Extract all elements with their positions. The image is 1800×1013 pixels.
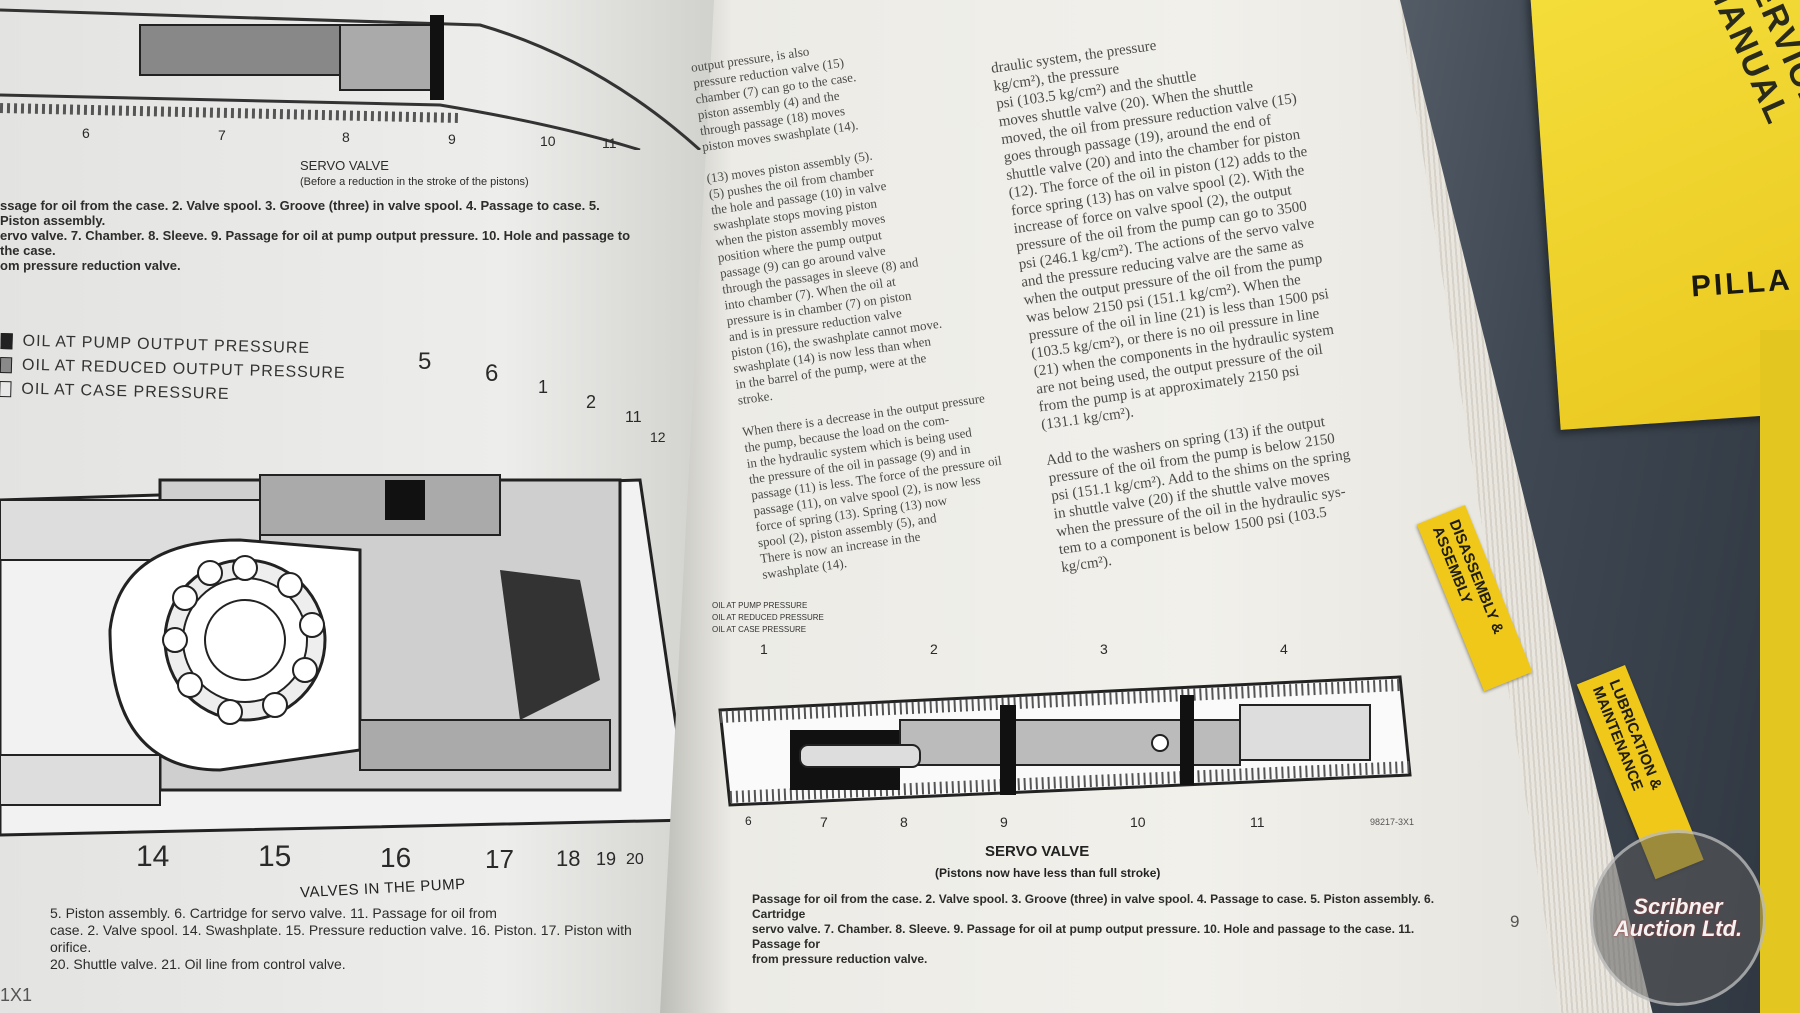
left-page: 6 7 8 9 10 11 SERVO VALVE (Before a redu…	[0, 0, 720, 1013]
callout-11: 11	[602, 135, 617, 151]
legend-swatch-icon	[0, 356, 13, 374]
callout-1: 1	[760, 641, 768, 657]
callout-3: 3	[1100, 641, 1108, 657]
page-code: 1X1	[0, 985, 33, 1005]
watermark-line1: Scribner	[1633, 894, 1723, 919]
callout-11: 11	[625, 409, 642, 426]
servo-valve-diagram	[718, 675, 1412, 807]
pump-valves-diagram	[0, 474, 692, 837]
legend-item: OIL AT CASE PRESSURE	[0, 380, 345, 407]
callout-19: 19	[596, 849, 617, 869]
figure-title: VALVES IN THE PUMP	[299, 875, 467, 902]
service-manual-title: SERVICE MANUAL	[1697, 0, 1800, 131]
auction-watermark-logo: Scribner Auction Ltd.	[1590, 830, 1766, 1006]
mini-legend-item: OIL AT CASE PRESSURE	[712, 625, 807, 634]
callout-5: 5	[418, 348, 432, 375]
legend-swatch-icon	[0, 380, 12, 398]
caption-line: ssage for oil from the case. 2. Valve sp…	[0, 198, 600, 228]
legend-label: OIL AT REDUCED OUTPUT PRESSURE	[21, 356, 346, 383]
legend-item: OIL AT REDUCED OUTPUT PRESSURE	[0, 356, 346, 383]
callout-16: 16	[380, 842, 412, 873]
callout-20: 20	[626, 851, 644, 868]
callout-2: 2	[930, 641, 938, 657]
legend-swatch-icon	[0, 332, 13, 350]
callout-6: 6	[485, 360, 499, 387]
caption-line: 20. Shuttle valve. 21. Oil line from con…	[50, 956, 346, 972]
figure-subtitle: (Pistons now have less than full stroke)	[935, 866, 1161, 880]
brand-text: PILLA	[1689, 263, 1794, 304]
callout-7: 7	[218, 127, 226, 143]
callout-11: 11	[1250, 814, 1265, 830]
mini-legend-item: OIL AT REDUCED PRESSURE	[712, 613, 824, 622]
caption-line: Passage for oil from the case. 2. Valve …	[752, 892, 1435, 921]
callout-10: 10	[540, 133, 556, 149]
legend-label: OIL AT CASE PRESSURE	[21, 380, 230, 404]
caption-line: from pressure reduction valve.	[752, 952, 928, 966]
callout-14: 14	[136, 840, 170, 873]
callout-2: 2	[586, 392, 597, 412]
callout-6: 6	[745, 814, 752, 828]
caption-line: case. 2. Valve spool. 14. Swashplate. 15…	[50, 922, 632, 955]
callout-9: 9	[1000, 814, 1008, 830]
yellow-book-edge	[1760, 330, 1800, 1013]
callout-6: 6	[82, 125, 90, 141]
callout-8: 8	[342, 129, 350, 145]
pressure-legend: OIL AT PUMP OUTPUT PRESSURE OIL AT REDUC…	[0, 332, 346, 407]
legend-label: OIL AT PUMP OUTPUT PRESSURE	[22, 332, 311, 358]
caption-line: servo valve. 7. Chamber. 8. Sleeve. 9. P…	[752, 922, 1415, 951]
caption-line: om pressure reduction valve.	[0, 258, 181, 273]
top-figure-title: SERVO VALVE	[300, 158, 389, 173]
callout-7: 7	[820, 814, 828, 830]
callout-18: 18	[556, 846, 581, 871]
callout-9: 9	[448, 131, 456, 147]
top-servo-valve-diagram	[0, 8, 702, 150]
right-page	[660, 0, 1560, 1013]
caption-line: 5. Piston assembly. 6. Cartridge for ser…	[50, 905, 497, 921]
callout-12: 12	[650, 429, 666, 445]
bottom-caption: 5. Piston assembly. 6. Cartridge for ser…	[50, 905, 650, 973]
figure-title: SERVO VALVE	[985, 843, 1090, 860]
figure-code: 98217-3X1	[1370, 817, 1415, 827]
watermark-line2: Auction Ltd.	[1613, 916, 1743, 941]
servo-caption: Passage for oil from the case. 2. Valve …	[752, 892, 1452, 967]
callout-4: 4	[1280, 641, 1288, 657]
callout-17: 17	[485, 844, 514, 874]
callout-8: 8	[900, 814, 908, 830]
callout-15: 15	[258, 840, 292, 873]
mini-legend-item: OIL AT PUMP PRESSURE	[712, 601, 808, 610]
mini-legend: OIL AT PUMP PRESSURE OIL AT REDUCED PRES…	[712, 600, 824, 636]
callout-10: 10	[1130, 814, 1146, 830]
caption-line: ervo valve. 7. Chamber. 8. Sleeve. 9. Pa…	[0, 228, 631, 258]
top-figure-subtitle: (Before a reduction in the stroke of the…	[300, 176, 529, 188]
page-number: 9	[1510, 912, 1520, 931]
callout-1: 1	[538, 377, 549, 397]
top-caption: ssage for oil from the case. 2. Valve sp…	[0, 198, 630, 273]
legend-item: OIL AT PUMP OUTPUT PRESSURE	[0, 332, 346, 359]
